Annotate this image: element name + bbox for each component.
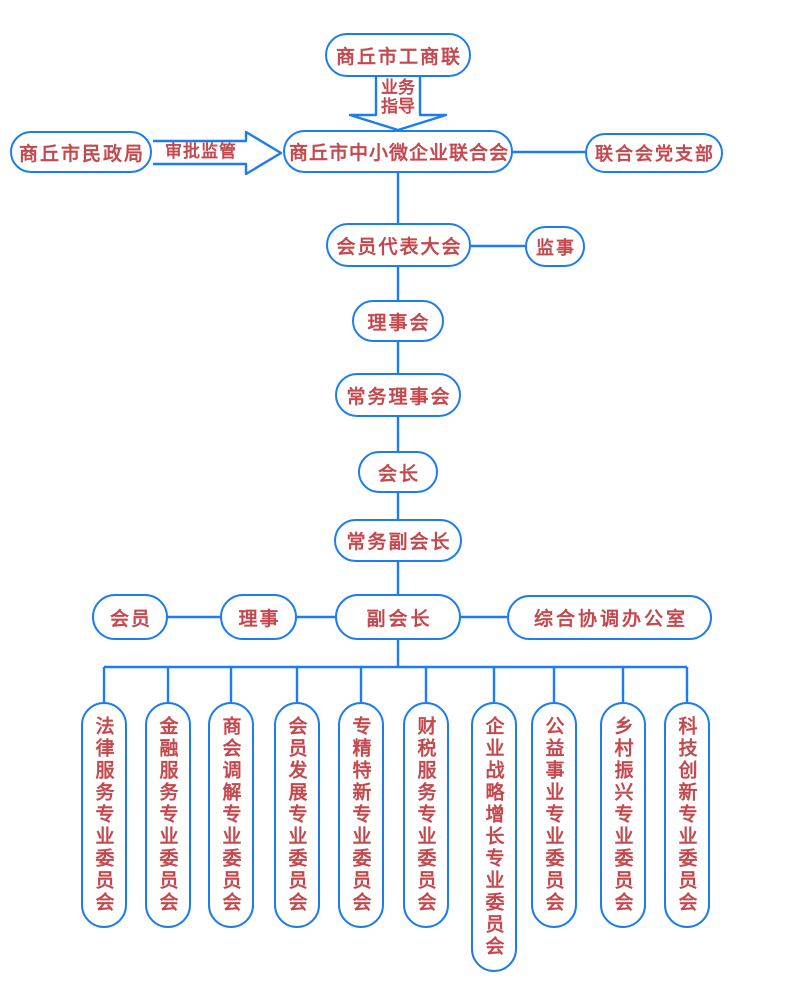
node-member-congress: 会员代表大会 <box>326 223 471 267</box>
committee-pill-tax-service: 财税服务专业委员会 <box>403 702 449 928</box>
node-standing-council: 常务理事会 <box>335 373 461 417</box>
committee-label: 公益事业专业委员会 <box>542 716 565 914</box>
node-supervisor: 监事 <box>525 226 585 267</box>
node-federation: 商丘市中小微企业联合会 <box>283 130 513 173</box>
committee-label: 会员发展专业委员会 <box>285 716 308 914</box>
committee-pill-member-development: 会员发展专业委员会 <box>274 702 320 928</box>
edge-label-business-guidance: 业务指导 <box>381 78 415 117</box>
node-executive-vice-president: 常务副会长 <box>334 519 462 562</box>
committee-label: 商会调解专业委员会 <box>219 716 242 914</box>
edge-label-approval-supervision: 审批监管 <box>165 142 237 162</box>
committee-label: 专精特新专业委员会 <box>349 716 372 914</box>
committee-pill-rural-revitalization: 乡村振兴专业委员会 <box>600 702 646 928</box>
committee-pill-tech-innovation: 科技创新专业委员会 <box>664 702 710 928</box>
committee-label: 企业战略增长专业委员会 <box>482 716 505 958</box>
committee-label: 乡村振兴专业委员会 <box>611 716 634 914</box>
node-director: 理事 <box>220 594 297 640</box>
committee-label: 法律服务专业委员会 <box>92 716 115 914</box>
node-civil-affairs: 商丘市民政局 <box>10 131 152 173</box>
committee-label: 财税服务专业委员会 <box>414 716 437 914</box>
node-party-branch: 联合会党支部 <box>585 133 723 173</box>
node-fic: 商丘市工商联 <box>325 33 471 77</box>
node-president: 会长 <box>358 451 438 493</box>
node-vice-president: 副会长 <box>335 594 461 640</box>
arrow-approval-supervision <box>153 130 283 176</box>
committee-pill-finance: 金融服务专业委员会 <box>145 702 191 928</box>
committee-pill-public-welfare: 公益事业专业委员会 <box>531 702 577 928</box>
committee-label: 金融服务专业委员会 <box>156 716 179 914</box>
committee-pill-specialized-innovation: 专精特新专业委员会 <box>338 702 384 928</box>
node-member: 会员 <box>92 594 168 640</box>
node-coordination-office: 综合协调办公室 <box>507 595 712 640</box>
committee-pill-strategic-growth: 企业战略增长专业委员会 <box>471 702 517 972</box>
node-council: 理事会 <box>352 300 444 342</box>
committee-pill-legal: 法律服务专业委员会 <box>81 702 127 928</box>
committee-label: 科技创新专业委员会 <box>675 716 698 914</box>
committee-pill-mediation: 商会调解专业委员会 <box>208 702 254 928</box>
